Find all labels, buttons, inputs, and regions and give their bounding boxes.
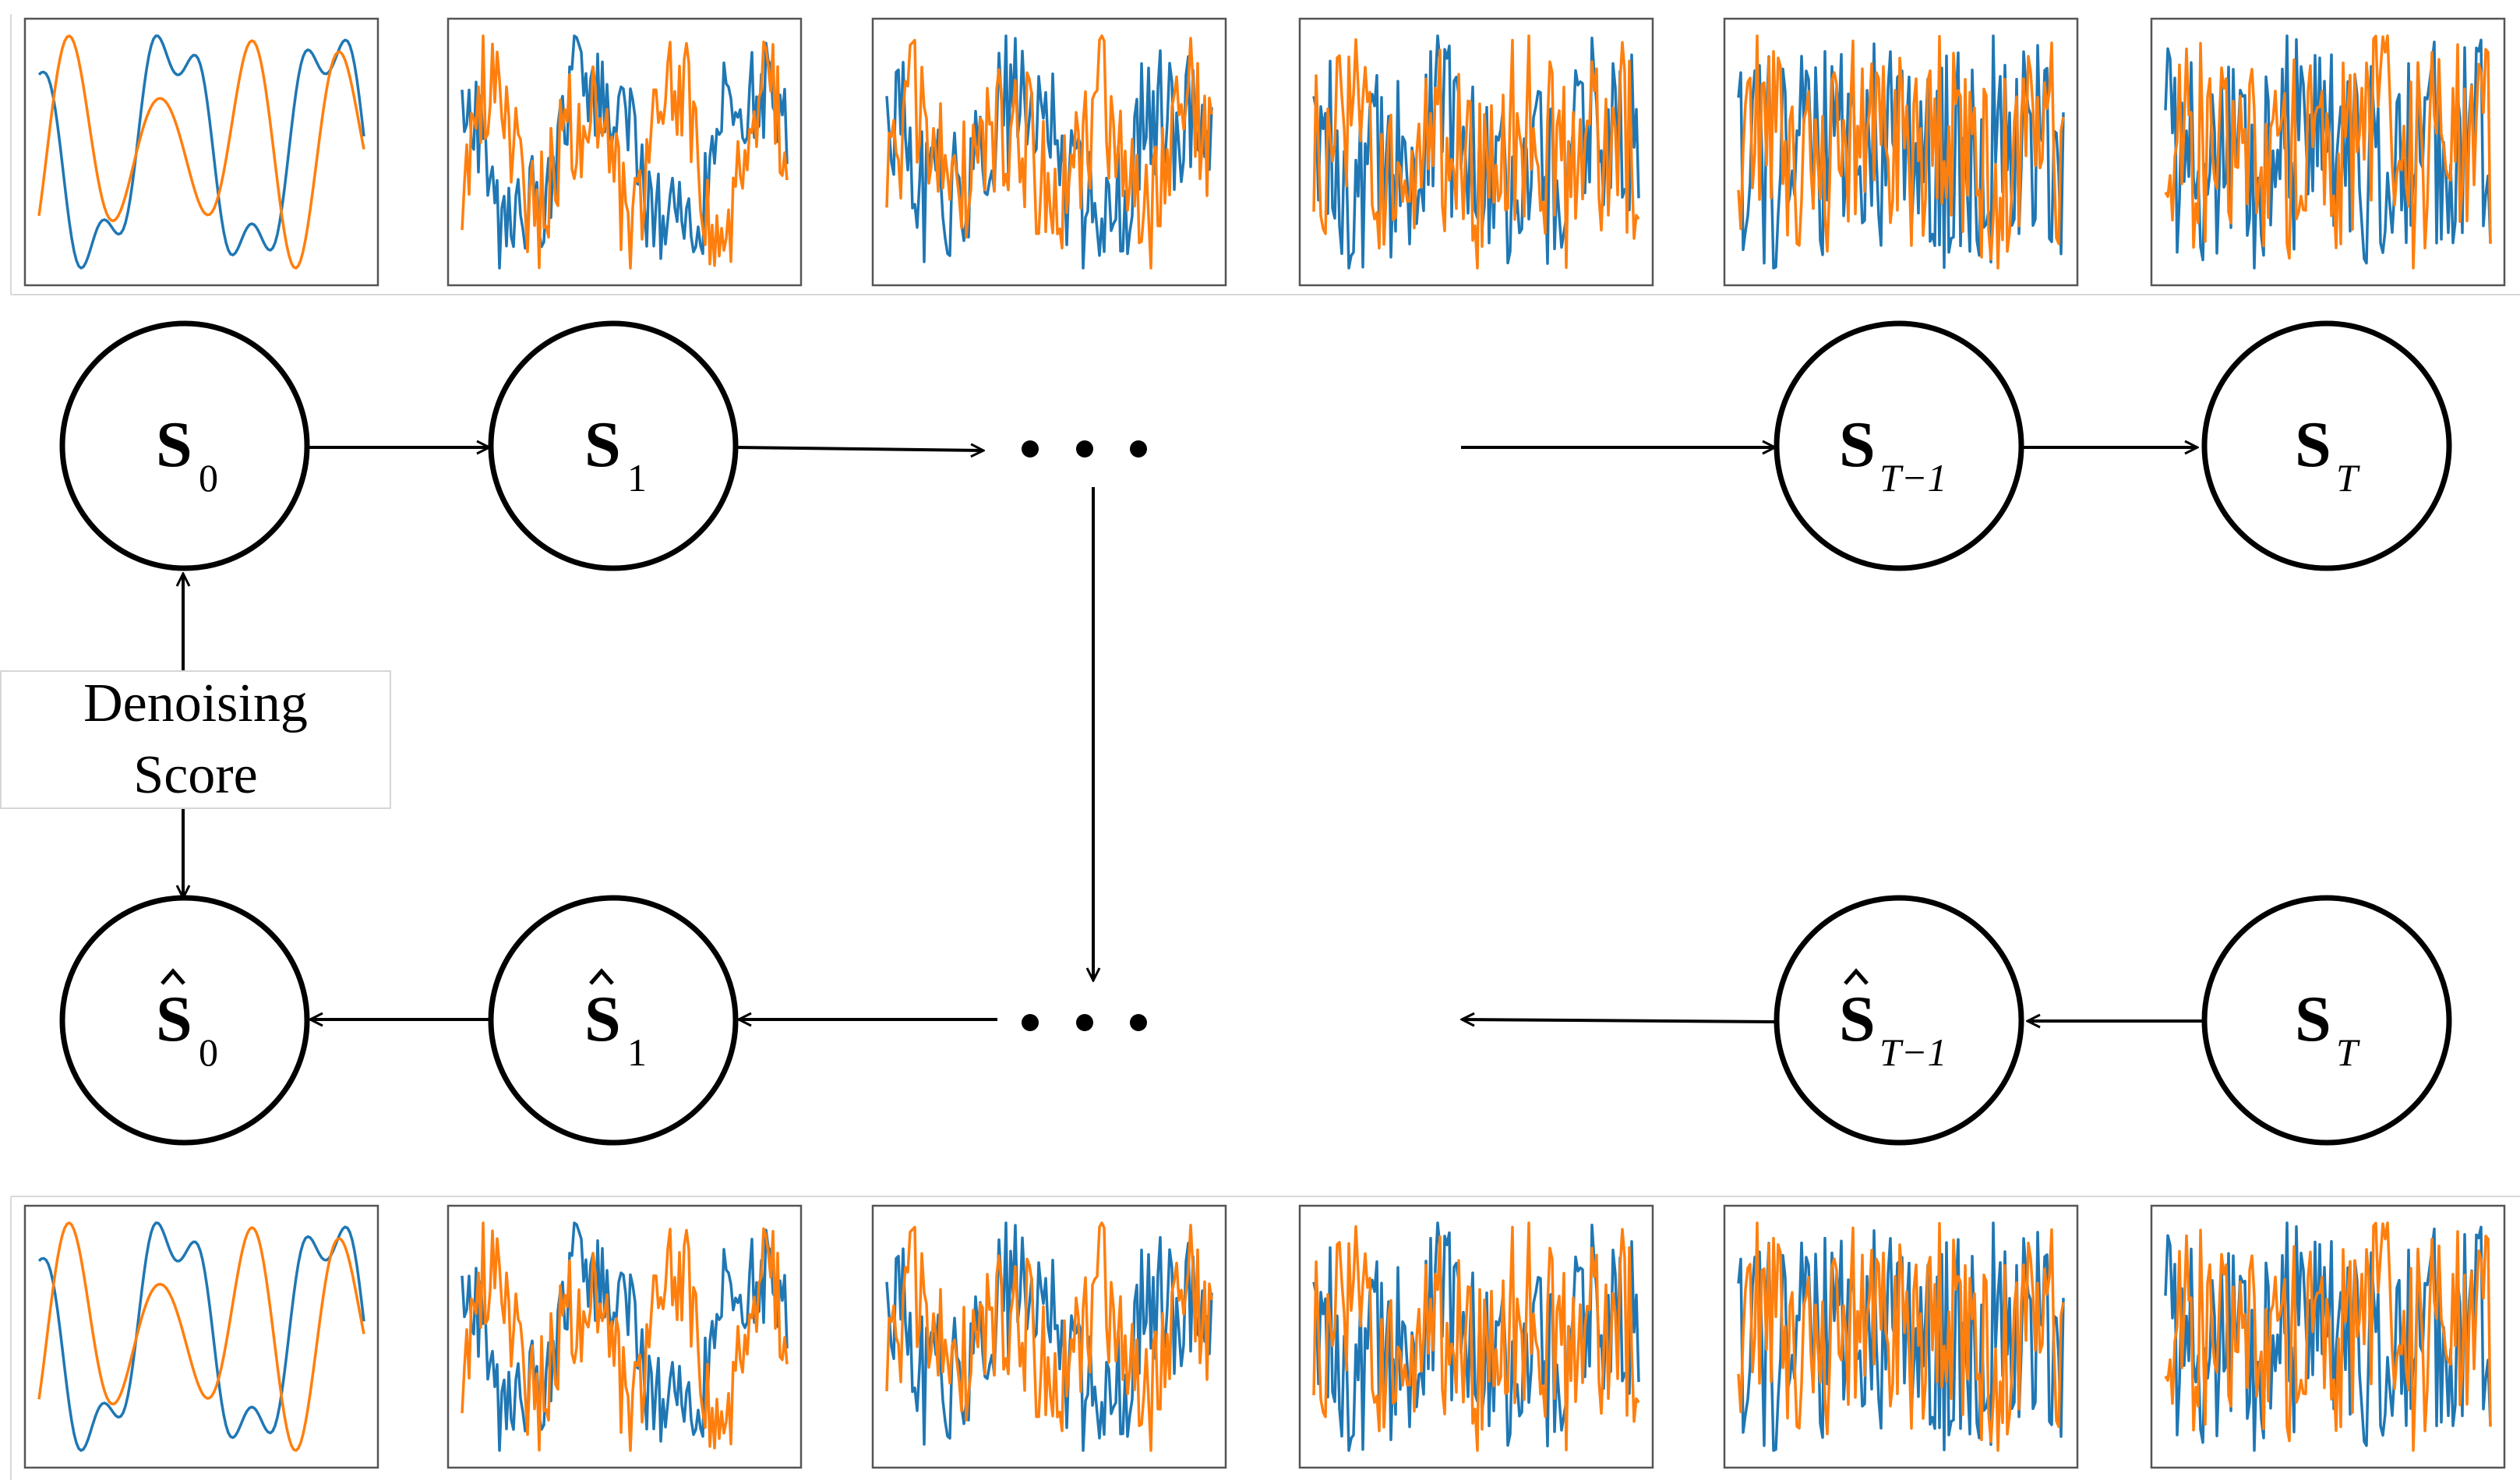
node-s1-symbol: S <box>584 408 621 481</box>
node-st1-hat-symbol: S <box>1839 983 1876 1055</box>
series-line-orange <box>1312 34 1640 270</box>
top-series-panels <box>23 17 2506 287</box>
series-line-orange <box>37 34 365 270</box>
arrow-st1hat-to-ellipsis <box>1462 1019 1776 1022</box>
series-line-blue <box>885 1221 1213 1452</box>
series-line-blue <box>37 34 365 270</box>
series-line-blue <box>885 34 1213 270</box>
series-line-orange <box>1312 1221 1640 1452</box>
node-st1: S T−1 <box>1774 320 2024 571</box>
bottom-series-panels <box>23 1204 2506 1469</box>
series-line-blue <box>2164 1221 2492 1452</box>
node-st-subscript: T <box>2336 456 2360 500</box>
ellipsis-bottom <box>1022 1014 1147 1031</box>
node-st-reverse: S T <box>2201 895 2452 1146</box>
node-st1-hat: S T−1 <box>1774 895 2024 1146</box>
node-st-symbol: S <box>2295 408 2331 481</box>
node-s0-hat: S 0 <box>59 895 310 1146</box>
node-s0-subscript: 0 <box>199 456 218 500</box>
series-line-blue <box>461 1221 789 1452</box>
series-line-orange <box>461 34 789 270</box>
series-line-blue <box>461 34 789 270</box>
node-s1-hat: S 1 <box>488 895 739 1146</box>
series-line-orange <box>1737 34 2065 270</box>
hat-icon <box>161 968 185 985</box>
denoising-score-line2: Score <box>133 745 258 805</box>
arrow-s1-to-ellipsis <box>736 447 983 450</box>
node-s1-hat-subscript: 1 <box>627 1030 647 1074</box>
series-line-orange <box>461 1221 789 1452</box>
ellipsis-top <box>1022 440 1147 458</box>
node-s1-hat-symbol: S <box>584 983 621 1055</box>
hat-icon <box>589 968 614 985</box>
series-line-orange <box>885 34 1213 270</box>
node-st-reverse-subscript: T <box>2336 1030 2360 1074</box>
denoising-score-line1: Denoising <box>83 673 308 733</box>
node-s0-symbol: S <box>156 408 192 481</box>
node-s0-hat-symbol: S <box>156 983 192 1055</box>
node-s0: S 0 <box>59 320 310 571</box>
node-s1: S 1 <box>488 320 739 571</box>
denoising-score-label: Denoising Score <box>0 670 391 809</box>
node-s1-subscript: 1 <box>627 456 647 500</box>
series-line-orange <box>37 1221 365 1452</box>
series-line-orange <box>1737 1221 2065 1452</box>
node-s0-hat-subscript: 0 <box>199 1030 218 1074</box>
series-line-orange <box>2164 1221 2492 1452</box>
node-st: S T <box>2201 320 2452 571</box>
series-line-orange <box>2164 34 2492 270</box>
hat-icon <box>1844 968 1869 985</box>
node-st-reverse-symbol: S <box>2295 983 2331 1055</box>
series-line-blue <box>37 1221 365 1452</box>
series-line-blue <box>2164 34 2492 270</box>
series-line-orange <box>885 1221 1213 1452</box>
node-st1-symbol: S <box>1839 408 1876 481</box>
node-st1-hat-subscript: T−1 <box>1879 1030 1947 1074</box>
node-st1-subscript: T−1 <box>1879 456 1947 500</box>
